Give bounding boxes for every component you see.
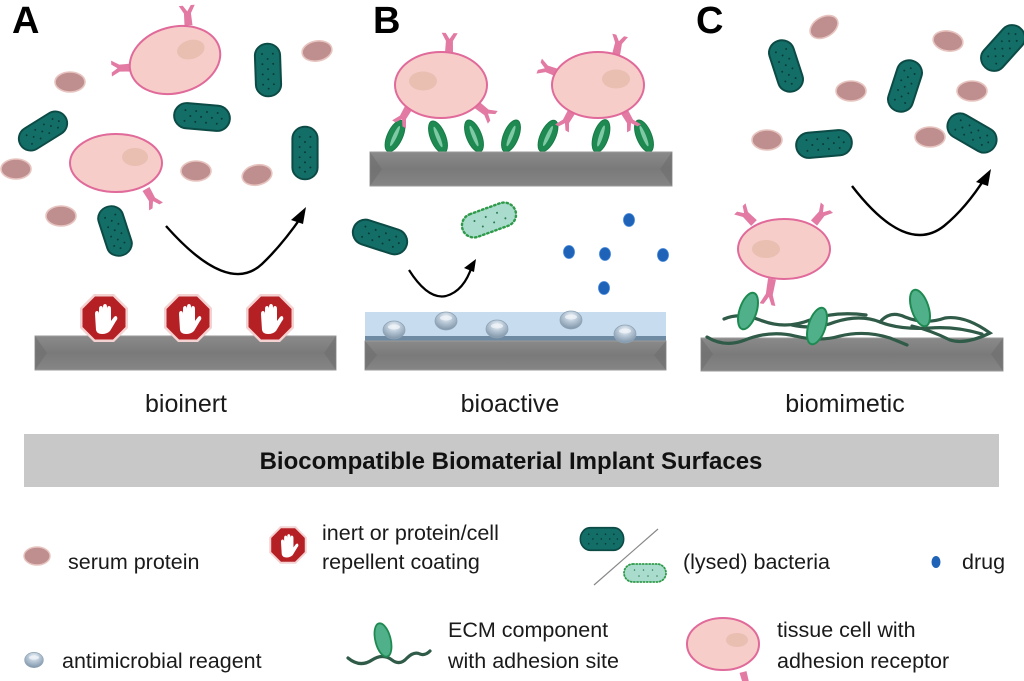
- title-banner: Biocompatible Biomaterial Implant Surfac…: [24, 434, 999, 487]
- substrate-bar: [700, 337, 1004, 372]
- legend-item-ecm-component: ECM component with adhesion site: [346, 618, 619, 673]
- serum-protein: [956, 80, 988, 102]
- panel-a: A: [0, 0, 337, 418]
- antimicrobial-reagent: [382, 320, 406, 340]
- tissue-cell: [111, 4, 229, 105]
- legend-item-tissue-cell: tissue cell with adhesion receptor: [686, 617, 949, 681]
- drug: [563, 245, 575, 259]
- lysed-bacteria-icon: [623, 563, 667, 583]
- lysis-arrow: [408, 265, 474, 298]
- legend-label: adhesion receptor: [777, 649, 949, 673]
- ecm-fiber-icon: [346, 649, 432, 666]
- legend: serum protein inert or protein/cell repe…: [23, 521, 1005, 681]
- legend-item-repellent-coating: inert or protein/cell repellent coating: [269, 521, 499, 574]
- bacteria-icon: [579, 526, 625, 552]
- adhesion-site: [588, 117, 614, 155]
- legend-label: (lysed) bacteria: [683, 550, 830, 574]
- adhesion-site: [905, 286, 935, 330]
- legend-label: ECM component: [448, 618, 608, 642]
- tissue-cell-icon: [686, 617, 760, 681]
- stop-hand-icon: [164, 294, 212, 342]
- panel-c-caption: biomimetic: [785, 390, 904, 418]
- panel-c-letter: C: [696, 0, 723, 42]
- serum-protein: [45, 205, 77, 227]
- bacteria: [941, 107, 1003, 159]
- bacteria: [13, 106, 73, 156]
- legend-label: antimicrobial reagent: [62, 649, 262, 673]
- bacteria: [172, 101, 232, 133]
- tissue-cell: [734, 202, 833, 306]
- panel-c: C: [696, 0, 1024, 418]
- adhesion-site: [497, 116, 525, 156]
- arrowhead-icon: [464, 259, 476, 272]
- serum-protein: [835, 80, 867, 102]
- bacteria: [94, 201, 136, 261]
- antimicrobial-reagent: [485, 319, 509, 339]
- panel-b-letter: B: [373, 0, 400, 42]
- panel-a-letter: A: [12, 0, 39, 42]
- legend-label: inert or protein/cell: [322, 521, 499, 545]
- drug: [657, 248, 669, 262]
- drug-icon: [931, 556, 941, 568]
- antimicrobial-reagent: [434, 311, 458, 331]
- legend-item-drug: drug: [931, 550, 1005, 574]
- serum-protein: [751, 129, 783, 151]
- drug: [599, 247, 611, 261]
- legend-label: drug: [962, 550, 1005, 574]
- bacteria: [291, 125, 319, 181]
- bacteria: [975, 19, 1024, 77]
- serum-protein: [914, 126, 946, 148]
- legend-label: serum protein: [68, 550, 199, 574]
- tissue-cell: [536, 33, 645, 133]
- stop-hand-icon: [80, 294, 128, 342]
- legend-label: tissue cell with: [777, 618, 916, 642]
- bacteria: [764, 36, 808, 96]
- antimicrobial-reagent-icon: [24, 651, 44, 669]
- serum-protein: [299, 37, 335, 65]
- serum-protein: [180, 160, 212, 182]
- panel-b-caption: bioactive: [461, 390, 560, 418]
- arrowhead-icon: [976, 169, 991, 186]
- adhesion-site: [424, 117, 452, 157]
- serum-protein: [930, 27, 966, 55]
- bacteria: [883, 56, 927, 116]
- serum-protein: [54, 71, 86, 93]
- panel-a-caption: bioinert: [145, 390, 227, 418]
- legend-label: repellent coating: [322, 550, 480, 574]
- serum-protein: [0, 158, 32, 180]
- drug: [598, 281, 610, 295]
- panel-b: B: [348, 0, 673, 418]
- figure-title: Biocompatible Biomaterial Implant Surfac…: [260, 448, 763, 475]
- arrowhead-icon: [291, 207, 306, 224]
- bacteria: [348, 215, 412, 259]
- antimicrobial-reagent: [559, 310, 583, 330]
- adhesion-site: [733, 289, 763, 333]
- tissue-cell: [69, 133, 163, 211]
- adhesion-site: [460, 116, 488, 156]
- legend-item-bacteria: (lysed) bacteria: [579, 526, 830, 586]
- substrate-bar: [369, 151, 673, 187]
- legend-item-antimicrobial-reagent: antimicrobial reagent: [24, 649, 262, 673]
- legend-label: with adhesion site: [447, 649, 619, 673]
- antimicrobial-reagent: [613, 324, 637, 344]
- divider-slash: [593, 528, 659, 586]
- legend-item-serum-protein: serum protein: [23, 546, 199, 574]
- serum-protein: [239, 161, 275, 189]
- tissue-cell: [392, 32, 498, 129]
- bacteria: [253, 42, 283, 98]
- stop-hand-icon: [246, 294, 294, 342]
- lysed-bacteria: [457, 197, 521, 243]
- stop-hand-icon: [269, 526, 307, 564]
- bacteria: [794, 128, 854, 160]
- serum-protein-icon: [23, 546, 51, 566]
- drug: [623, 213, 635, 227]
- repel-arrow: [165, 215, 303, 276]
- repel-arrow: [851, 177, 987, 237]
- adhesion-site-icon: [370, 620, 396, 660]
- serum-protein: [805, 10, 843, 44]
